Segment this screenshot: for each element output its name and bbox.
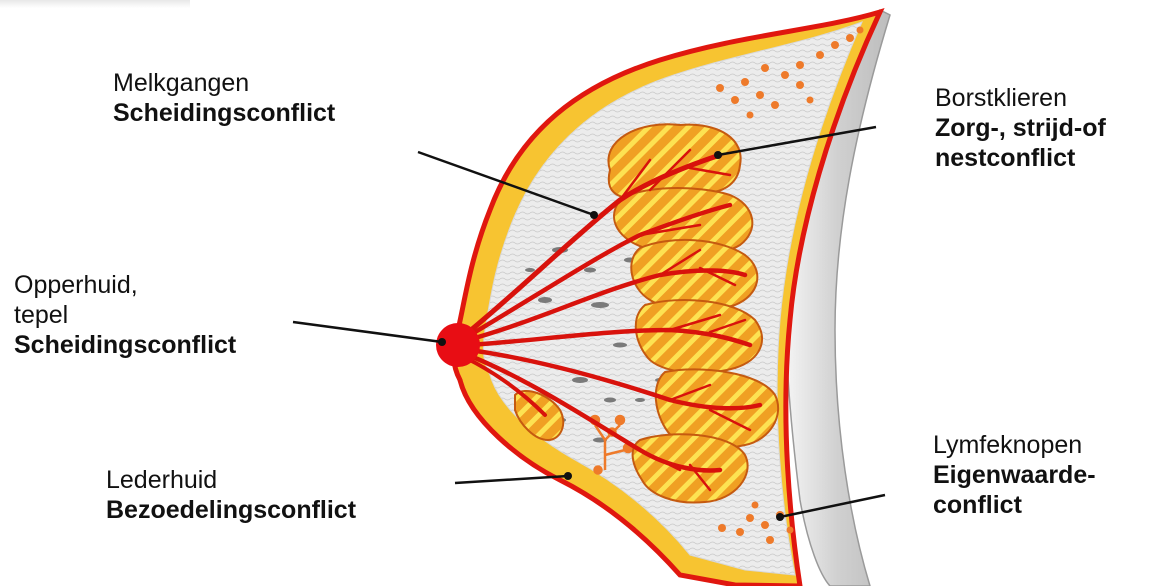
label-opperhuid: Opperhuid, tepel Scheidingsconflict [14, 270, 236, 360]
label-borstklieren-name: Borstklieren [935, 83, 1106, 113]
label-lymfeknopen-conflict-2: conflict [933, 490, 1096, 520]
label-lymfeknopen-conflict-1: Eigenwaarde- [933, 460, 1096, 490]
label-opperhuid-conflict: Scheidingsconflict [14, 330, 236, 360]
label-lederhuid-name: Lederhuid [106, 465, 356, 495]
label-melkgangen-conflict: Scheidingsconflict [113, 98, 335, 128]
label-lymfeknopen-name: Lymfeknopen [933, 430, 1096, 460]
pointer-opperhuid [293, 322, 442, 342]
label-borstklieren: Borstklieren Zorg-, strijd-of nestconfli… [935, 83, 1106, 173]
label-melkgangen-name: Melkgangen [113, 68, 335, 98]
label-borstklieren-conflict-2: nestconflict [935, 143, 1106, 173]
label-opperhuid-name-1: Opperhuid, [14, 270, 236, 300]
pointer-lederhuid [455, 476, 568, 483]
label-lederhuid: Lederhuid Bezoedelingsconflict [106, 465, 356, 525]
label-melkgangen: Melkgangen Scheidingsconflict [113, 68, 335, 128]
label-lederhuid-conflict: Bezoedelingsconflict [106, 495, 356, 525]
label-opperhuid-name-2: tepel [14, 300, 236, 330]
label-borstklieren-conflict-1: Zorg-, strijd-of [935, 113, 1106, 143]
label-lymfeknopen: Lymfeknopen Eigenwaarde- conflict [933, 430, 1096, 520]
